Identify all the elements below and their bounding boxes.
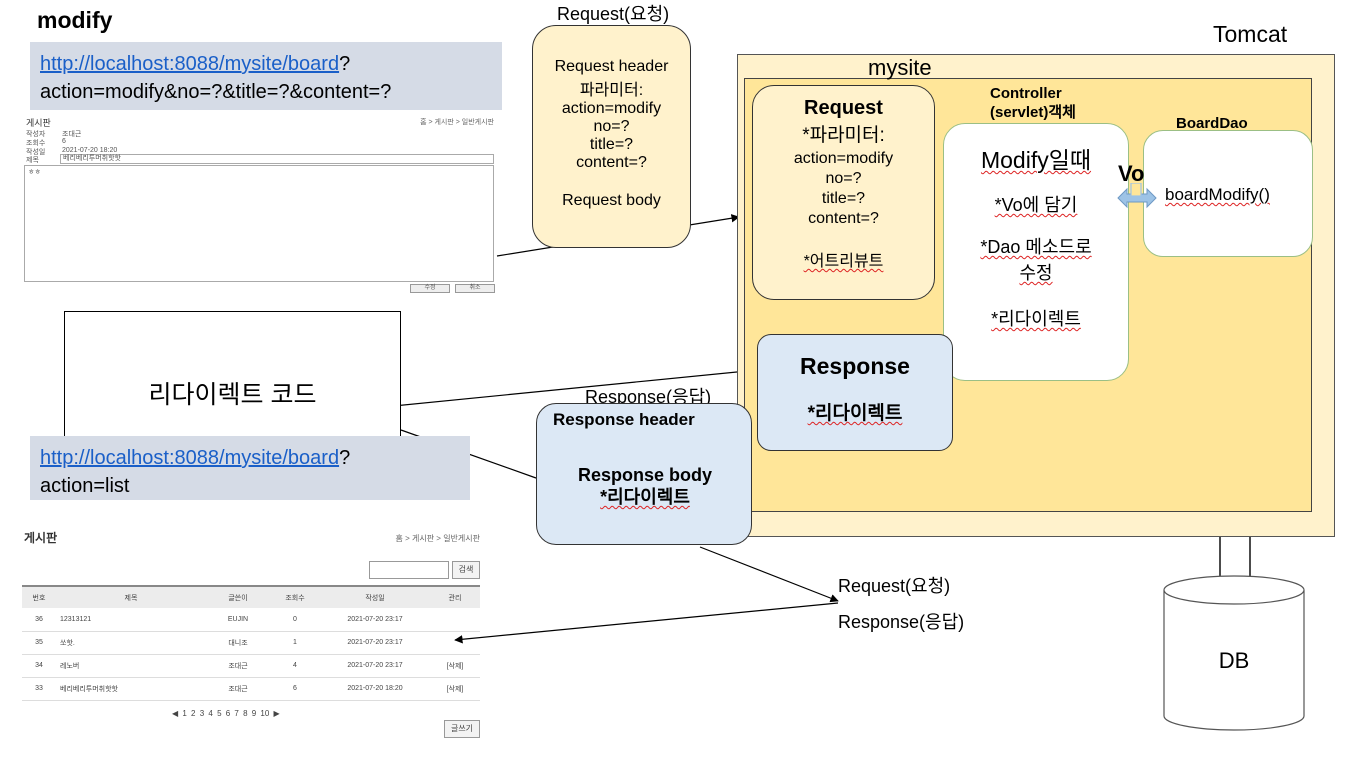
board-list-breadcrumb: 홈 > 게시판 > 일반게시판 <box>395 534 480 543</box>
tomcat-request-param: title=? <box>821 190 866 207</box>
form-breadcrumb: 홈 > 게시판 > 일반게시판 <box>420 119 494 126</box>
double-arrow-icon <box>1117 183 1157 209</box>
tomcat-response-box: Response *리다이렉트 <box>757 334 953 451</box>
dao-method: boardModify() <box>1165 185 1270 204</box>
board-list-screenshot: 게시판 홈 > 게시판 > 일반게시판 검색 번호 제목 글쓴이 조회수 작성일… <box>22 522 482 744</box>
form-title-input[interactable]: 베리베리투머취핫핫 <box>60 154 494 164</box>
request-param: action=modify <box>561 100 662 117</box>
row-title-link[interactable]: 베리베리투머취핫핫 <box>56 677 206 701</box>
controller-item-modify: 수정 <box>1019 263 1053 283</box>
board-list-table: 번호 제목 글쓴이 조회수 작성일 관리 36 12313121 EUJIN 0… <box>22 585 480 701</box>
response-bottom-label: Response(응답) <box>838 612 965 632</box>
controller-item-dao: *Dao 메소드로 <box>980 237 1092 257</box>
form-cancel-button[interactable]: 취소 <box>455 284 495 293</box>
request-params-label: 파라미터: <box>579 82 644 99</box>
url-top-query: action=modify&no=?&title=?&content=? <box>40 81 392 103</box>
tomcat-label: Tomcat <box>1213 21 1288 47</box>
response-mid-label: Response(응답) <box>585 387 712 407</box>
request-header-text: Request header <box>554 58 669 75</box>
vo-label: Vo <box>1118 161 1145 186</box>
row-delete-link[interactable]: [삭제] <box>430 654 480 678</box>
form-title: 게시판 <box>26 118 51 128</box>
url-top-suffix: ? <box>339 53 351 75</box>
table-row: 33 베리베리투머취핫핫 조대근 6 2021-07-20 18:20 [삭제] <box>22 677 480 701</box>
request-top-box: Request header 파라미터: action=modify no=? … <box>532 25 691 248</box>
dao-box: boardModify() <box>1143 130 1313 257</box>
row-delete-link[interactable]: [삭제] <box>430 677 480 701</box>
board-write-button[interactable]: 글쓰기 <box>444 720 480 738</box>
url-bottom-query: action=list <box>40 475 130 497</box>
form-modify-button[interactable]: 수정 <box>410 284 450 293</box>
controller-box: Modify일때 *Vo에 담기 *Dao 메소드로 수정 *리다이렉트 <box>943 123 1129 381</box>
column-header: 관리 <box>430 585 480 608</box>
tomcat-response-title: Response <box>800 353 910 379</box>
tomcat-request-title: Request <box>804 97 883 119</box>
form-title-label: 제목 <box>26 157 39 164</box>
controller-item-redirect: *리다이렉트 <box>991 309 1081 329</box>
row-title-link[interactable]: 12313121 <box>56 608 206 632</box>
row-title-link[interactable]: 쏘핫. <box>56 631 206 655</box>
controller-label: Controller (servlet)객체 <box>990 84 1076 122</box>
request-param: content=? <box>576 154 647 171</box>
response-body-text: Response body <box>577 465 713 485</box>
redirect-code-box <box>64 311 401 441</box>
tomcat-request-box: Request *파라미터: action=modify no=? title=… <box>752 85 935 300</box>
db-label: DB <box>1218 648 1250 673</box>
tomcat-response-item: *리다이렉트 <box>807 403 903 424</box>
dao-label: BoardDao <box>1176 115 1248 132</box>
arrow-request2-to-list <box>454 602 839 644</box>
tomcat-request-attribute: *어트리뷰트 <box>803 253 884 270</box>
table-row: 36 12313121 EUJIN 0 2021-07-20 23:17 <box>22 608 480 632</box>
arrow-responsebox-to-request2 <box>699 546 839 603</box>
request-param: no=? <box>593 118 630 135</box>
controller-heading: Modify일때 <box>980 147 1092 173</box>
redirect-code-text: 리다이렉트 코드 <box>148 381 317 409</box>
url-bottom-box: http://localhost:8088/mysite/board? acti… <box>30 436 470 500</box>
board-search-input[interactable] <box>369 561 449 579</box>
column-header: 번호 <box>22 585 56 608</box>
mysite-label: mysite <box>868 55 932 80</box>
table-row: 35 쏘핫. 대니조 1 2021-07-20 23:17 <box>22 631 480 655</box>
response-mid-box: Response header Response body *리다이렉트 <box>536 403 752 545</box>
request-body-text: Request body <box>562 192 661 209</box>
tomcat-request-param: content=? <box>808 210 879 227</box>
column-header: 글쓴이 <box>206 585 270 608</box>
column-header: 제목 <box>56 585 206 608</box>
response-header-text: Response header <box>553 410 695 429</box>
tomcat-request-param: no=? <box>825 170 862 187</box>
row-title-link[interactable]: 레노버 <box>56 654 206 678</box>
request-bottom-label: Request(요청) <box>838 576 951 596</box>
table-row: 34 레노버 조대근 4 2021-07-20 23:17 [삭제] <box>22 654 480 678</box>
url-bottom-suffix: ? <box>339 447 351 469</box>
board-pagination[interactable]: ◀ 1 2 3 4 5 6 7 8 9 10 ▶ <box>172 709 280 718</box>
arrow-response-to-redirect <box>352 369 758 414</box>
url-top-link[interactable]: http://localhost:8088/mysite/board <box>40 53 340 75</box>
tomcat-request-params-label: *파라미터: <box>802 125 885 146</box>
request-param: title=? <box>589 136 634 153</box>
response-redirect-text: *리다이렉트 <box>600 487 690 507</box>
column-header: 조회수 <box>270 585 320 608</box>
page-title: modify <box>37 7 113 33</box>
form-content-textarea[interactable]: ㅎㅎ <box>24 165 494 282</box>
controller-label-line1: Controller <box>990 85 1062 102</box>
tomcat-request-param: action=modify <box>793 150 894 167</box>
column-header: 작성일 <box>320 585 430 608</box>
url-top-box: http://localhost:8088/mysite/board? acti… <box>30 42 502 110</box>
database-icon <box>1163 575 1305 731</box>
board-list-title: 게시판 <box>24 531 58 545</box>
url-bottom-link[interactable]: http://localhost:8088/mysite/board <box>40 447 340 469</box>
controller-label-line2: (servlet)객체 <box>990 104 1076 121</box>
request-top-label: Request(요청) <box>557 4 670 24</box>
controller-item-vo: *Vo에 담기 <box>994 195 1078 215</box>
board-search-button[interactable]: 검색 <box>452 561 480 579</box>
